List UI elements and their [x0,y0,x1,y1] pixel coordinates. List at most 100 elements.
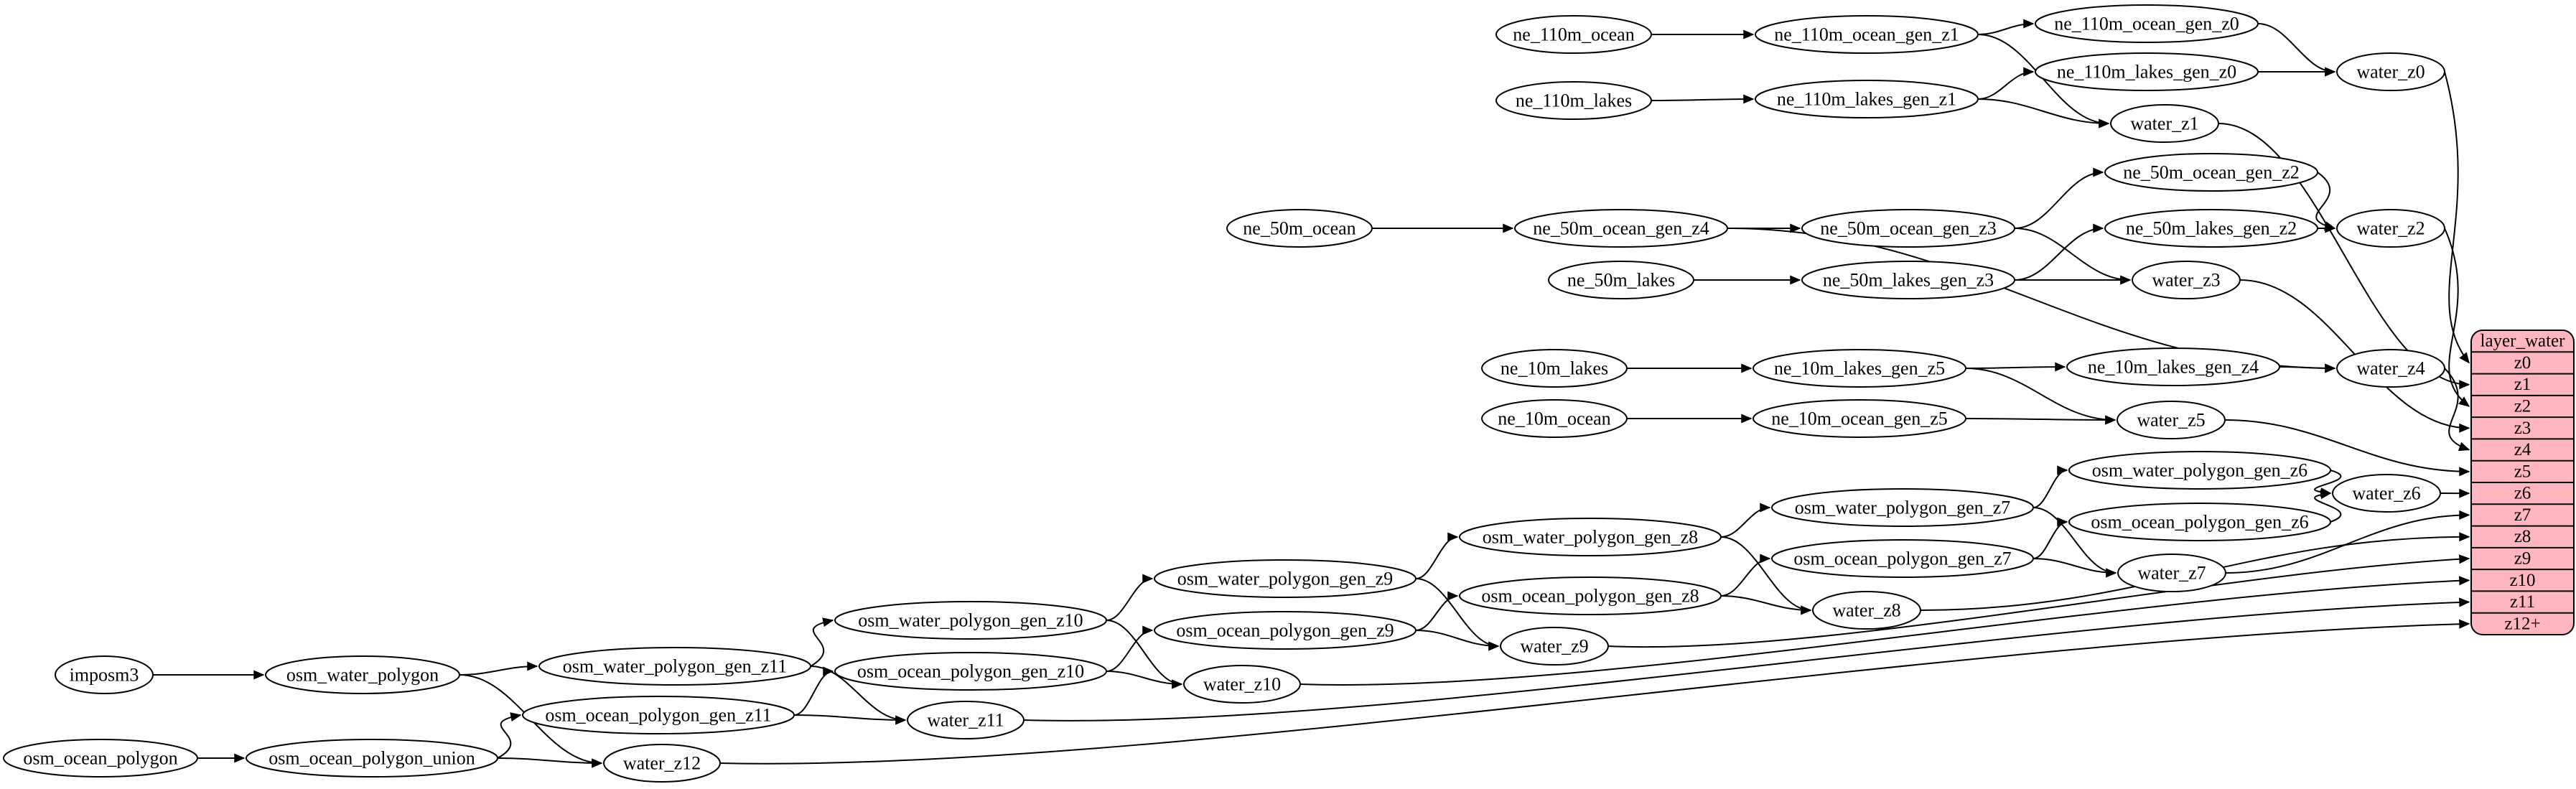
node-osm_water_polygon_gen_z10: osm_water_polygon_gen_z10 [834,601,1107,640]
edge-ne_10m_lakes_gen_z5-to-water_z5 [1965,368,2117,425]
node-ellipse-osm_ocean_polygon_gen_z8 [1459,576,1722,615]
node-label: osm_water_polygon_gen_z9 [1177,569,1393,589]
node-ne_50m_lakes_gen_z2: ne_50m_lakes_gen_z2 [2104,209,2318,248]
node-water_z2: water_z2 [2336,209,2445,248]
node-ellipse-water_z12 [603,744,721,783]
node-ellipse-osm_water_polygon [265,655,460,694]
node-water_z12: water_z12 [603,744,721,783]
node-label: water_z4 [2356,358,2425,379]
node-ne_50m_lakes_gen_z3: ne_50m_lakes_gen_z3 [1801,261,2015,299]
node-osm_ocean_polygon_gen_z11: osm_ocean_polygon_gen_z11 [522,696,795,734]
table-row-z7: z7 [2514,505,2531,525]
node-ellipse-osm_ocean_polygon_gen_z7 [1771,539,2034,578]
node-ellipse-water_z0 [2336,52,2445,91]
node-label: water_z2 [2356,218,2425,239]
node-label: ne_50m_ocean_gen_z3 [1820,218,1996,239]
node-ellipse-water_z6 [2332,474,2441,513]
edge-ne_110m_lakes_gen_z1-to-ne_110m_lakes_gen_z0 [1977,67,2035,100]
table-row-z3: z3 [2514,419,2531,438]
layer-water-table-title: layer_water [2481,332,2566,351]
node-label: water_z10 [1203,674,1281,695]
node-label: water_z7 [2137,563,2206,584]
node-ellipse-osm_water_polygon_gen_z10 [834,601,1107,640]
node-label: water_z6 [2352,483,2420,504]
node-osm_water_polygon: osm_water_polygon [265,655,460,694]
table-row-z0: z0 [2514,353,2531,373]
node-label: water_z3 [2152,270,2220,291]
edge-osm_ocean_polygon_gen_z7-to-water_z7 [2033,558,2117,578]
node-water_z8: water_z8 [1812,591,1921,630]
node-ellipse-osm_ocean_polygon_gen_z6 [2068,503,2331,541]
node-label: ne_110m_ocean_gen_z0 [2054,14,2239,34]
node-ellipse-osm_water_polygon_gen_z8 [1459,518,1722,556]
node-label: osm_ocean_polygon_gen_z11 [545,705,771,726]
edge-osm_water_polygon-to-osm_water_polygon_gen_z11 [459,661,538,676]
node-label: water_z11 [927,710,1004,731]
table-row-z5: z5 [2514,462,2531,481]
node-osm_ocean_polygon_gen_z6: osm_ocean_polygon_gen_z6 [2068,503,2331,541]
edge-osm_water_polygon_gen_z10-to-osm_water_polygon_gen_z9 [1106,574,1154,621]
node-label: osm_ocean_polygon_gen_z10 [857,661,1084,682]
edge-osm_ocean_polygon_gen_z7-to-osm_ocean_polygon_gen_z6 [2033,517,2068,559]
node-label: osm_water_polygon_gen_z8 [1483,527,1698,548]
edge-water_z2-to-layer_water-z2 [2444,228,2470,407]
edge-osm_ocean_polygon_gen_z8-to-osm_ocean_polygon_gen_z7 [1720,554,1771,597]
node-label: ne_10m_lakes_gen_z5 [1774,358,1945,379]
node-ellipse-osm_ocean_polygon_gen_z11 [522,696,795,734]
node-osm_ocean_polygon_gen_z8: osm_ocean_polygon_gen_z8 [1459,576,1722,615]
node-water_z11: water_z11 [907,701,1025,739]
node-label: ne_50m_lakes_gen_z3 [1823,270,1994,291]
edge-ne_10m_ocean_gen_z5-to-water_z5 [1965,415,2117,425]
node-ne_110m_ocean_gen_z0: ne_110m_ocean_gen_z0 [2035,4,2259,43]
edge-osm_water_polygon_gen_z6-to-water_z6 [2314,470,2342,498]
node-ellipse-ne_10m_lakes_gen_z5 [1753,349,1966,388]
node-label: water_z1 [2130,113,2198,134]
node-label: ne_10m_lakes [1501,358,1608,379]
node-osm_water_polygon_gen_z7: osm_water_polygon_gen_z7 [1771,488,2034,527]
node-ellipse-ne_110m_ocean_gen_z1 [1755,15,1979,54]
edge-water_z10-to-layer_water-z10 [1299,576,2470,686]
node-ellipse-ne_10m_lakes_gen_z4 [2066,347,2280,386]
node-water_z5: water_z5 [2117,401,2226,439]
node-label: water_z9 [1520,636,1588,657]
node-label: ne_50m_lakes [1567,270,1675,291]
node-ellipse-water_z2 [2336,209,2445,248]
node-label: osm_ocean_polygon_union [269,748,475,769]
edge-ne_50m_ocean_gen_z2-to-water_z2 [2315,172,2336,231]
node-ellipse-ne_10m_ocean_gen_z5 [1753,399,1966,438]
node-ellipse-ne_50m_ocean_gen_z4 [1514,209,1728,248]
node-ne_110m_ocean: ne_110m_ocean [1495,15,1652,54]
node-ellipse-osm_water_polygon_gen_z6 [2068,451,2331,490]
edge-osm_water_polygon_gen_z10-to-water_z10 [1106,620,1183,689]
node-ellipse-water_z1 [2110,104,2219,143]
node-ne_10m_lakes_gen_z4: ne_10m_lakes_gen_z4 [2066,347,2280,386]
edge-osm_ocean_polygon_gen_z9-to-osm_ocean_polygon_gen_z8 [1415,591,1459,631]
node-ne_50m_ocean_gen_z2: ne_50m_ocean_gen_z2 [2104,153,2318,192]
table-row-z2: z2 [2514,397,2531,416]
node-ellipse-osm_ocean_polygon [3,739,198,778]
node-ellipse-ne_50m_ocean [1226,209,1373,248]
node-ellipse-ne_10m_ocean [1481,399,1628,438]
node-ellipse-ne_110m_lakes [1495,81,1652,120]
node-label: osm_water_polygon_gen_z7 [1795,498,2010,518]
node-ellipse-osm_water_polygon_gen_z7 [1771,488,2034,527]
table-row-z6: z6 [2514,484,2531,503]
node-label: osm_ocean_polygon_gen_z9 [1176,620,1394,641]
edge-water_z9-to-layer_water-z9 [1607,554,2470,648]
edge-osm_ocean_polygon_gen_z8-to-water_z8 [1720,595,1812,615]
edge-osm_water_polygon_gen_z8-to-osm_water_polygon_gen_z7 [1720,503,1771,538]
node-ellipse-ne_110m_lakes_gen_z1 [1755,80,1979,118]
node-label: water_z5 [2137,410,2205,431]
node-ellipse-water_z10 [1183,665,1301,704]
edge-osm_ocean_polygon_union-to-osm_ocean_polygon_gen_z11 [497,712,522,759]
node-ne_110m_lakes: ne_110m_lakes [1495,81,1652,120]
node-label: osm_water_polygon_gen_z6 [2092,460,2307,481]
table-row-z9: z9 [2514,549,2531,569]
node-label: osm_ocean_polygon_gen_z8 [1481,586,1699,607]
node-osm_ocean_polygon_gen_z10: osm_ocean_polygon_gen_z10 [834,652,1107,691]
node-label: ne_50m_ocean_gen_z4 [1533,218,1709,239]
node-label: ne_110m_lakes_gen_z1 [1777,89,1956,110]
